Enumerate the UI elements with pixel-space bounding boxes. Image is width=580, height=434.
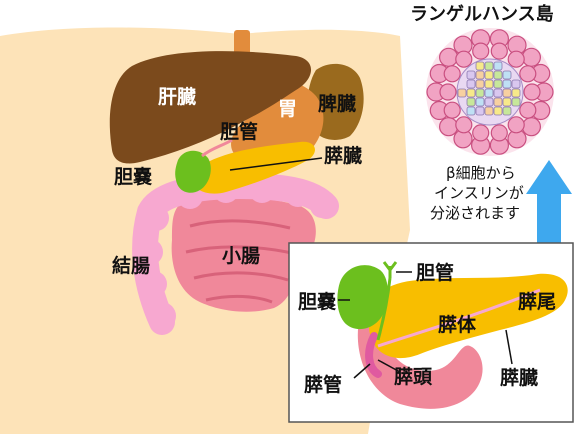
bile-duct-label: 胆管 xyxy=(220,120,258,143)
inset-pancreatic-duct-line xyxy=(377,288,541,348)
inset-pancreas-label: 膵臓 xyxy=(500,366,538,389)
pancreas-inset-illustration xyxy=(337,261,568,409)
islet-inner-cell xyxy=(493,70,503,80)
inset-bile-duct xyxy=(376,261,398,341)
islet-inner-cell xyxy=(502,106,512,116)
islet-inner-cell xyxy=(484,97,494,107)
inset-bile-duct-label: 胆管 xyxy=(416,261,454,284)
islet-inner-cell xyxy=(484,79,494,89)
inset-pancreatic-duct xyxy=(365,332,382,378)
islet-inner-cell xyxy=(493,106,503,116)
stomach-label: 胃 xyxy=(278,98,297,120)
inset-duct-label: 膵管 xyxy=(304,373,342,396)
islet-outer-cell xyxy=(439,117,459,137)
islet-outer-cell xyxy=(472,42,490,60)
islet-inner-cell xyxy=(475,97,485,107)
islet-inner-cell xyxy=(493,97,503,107)
islet-outer-cell xyxy=(455,116,473,134)
islet-inner-cell xyxy=(511,79,521,89)
islet-inner-cell xyxy=(457,88,467,98)
gallbladder-organ xyxy=(175,150,211,193)
islet-inner-cell xyxy=(502,79,512,89)
gallbladder-label: 胆嚢 xyxy=(114,165,153,188)
islet-inner-cell xyxy=(466,106,476,116)
islet-caption-line3: 分泌されます xyxy=(430,204,520,222)
islet-outer-cell xyxy=(443,101,461,119)
small-intestine-label: 小腸 xyxy=(222,245,260,267)
pancreas-label: 膵臓 xyxy=(324,144,362,167)
islet-outer-cell xyxy=(507,50,525,68)
liver-label: 肝臓 xyxy=(158,86,196,108)
islet-inner-cell xyxy=(466,97,476,107)
islet-outer-cell xyxy=(521,117,542,137)
colon-label: 結腸 xyxy=(112,254,150,277)
small-intestine-folds xyxy=(185,219,297,304)
islet-outer-cell xyxy=(490,124,508,142)
islet-outer-cell xyxy=(455,50,473,68)
islet-caption-line1: β細胞から xyxy=(446,164,516,182)
inset-gallbladder-label: 胆嚢 xyxy=(298,290,337,313)
islet-outer-cell xyxy=(439,47,459,67)
islet-outer-cell xyxy=(472,124,490,142)
islet-inner-cell xyxy=(493,61,503,71)
inset-gallbladder xyxy=(337,265,388,330)
inset-head-label: 膵頭 xyxy=(394,365,433,388)
islet-inner-cell xyxy=(466,70,476,80)
islet-inner-cell xyxy=(484,88,494,98)
islet-cluster xyxy=(426,28,554,156)
spleen-label: 脾臓 xyxy=(317,92,356,115)
islet-outer-cell xyxy=(507,116,525,134)
islet-inner-cell xyxy=(475,106,485,116)
islet-inner-cell xyxy=(466,79,476,89)
inset-body-label: 膵体 xyxy=(438,313,477,336)
pancreas-organ xyxy=(192,141,315,194)
islet-caption-line2: インスリンが xyxy=(434,184,524,202)
islet-inner-cell xyxy=(484,61,494,71)
islet-outer-cell xyxy=(519,101,537,119)
pancreas-leader-line xyxy=(229,157,323,171)
islet-inner-cell xyxy=(475,70,485,80)
inset-tail-label: 膵尾 xyxy=(518,290,556,313)
islet-inner-cell xyxy=(502,70,512,80)
inset-duodenum xyxy=(357,310,483,409)
liver-organ xyxy=(109,51,312,164)
islet-inner-cell xyxy=(475,88,485,98)
islet-inner-cell xyxy=(484,106,494,116)
inset-leader-lines xyxy=(338,271,513,379)
islet-inner-cell xyxy=(475,79,485,89)
islet-inner-cell xyxy=(502,88,512,98)
islet-inner-cell xyxy=(511,97,521,107)
islet-outer-cell xyxy=(443,65,461,83)
islet-outer-cell xyxy=(439,83,457,101)
islet-inner-cell xyxy=(484,70,494,80)
islet-title: ランゲルハンス島 xyxy=(410,3,554,25)
islet-outer-cell xyxy=(523,83,541,101)
islet-outer-cell xyxy=(521,47,542,67)
islet-outer-cell xyxy=(490,42,508,60)
bile-duct-tube xyxy=(201,138,233,158)
islet-outer-cell xyxy=(519,65,537,83)
islet-inner-cell xyxy=(502,97,512,107)
islet-inner-cell xyxy=(475,61,485,71)
islet-inner-cell xyxy=(511,88,521,98)
islet-inner-cell xyxy=(493,79,503,89)
islet-inner-cell xyxy=(493,88,503,98)
islet-inner-cell xyxy=(466,88,476,98)
